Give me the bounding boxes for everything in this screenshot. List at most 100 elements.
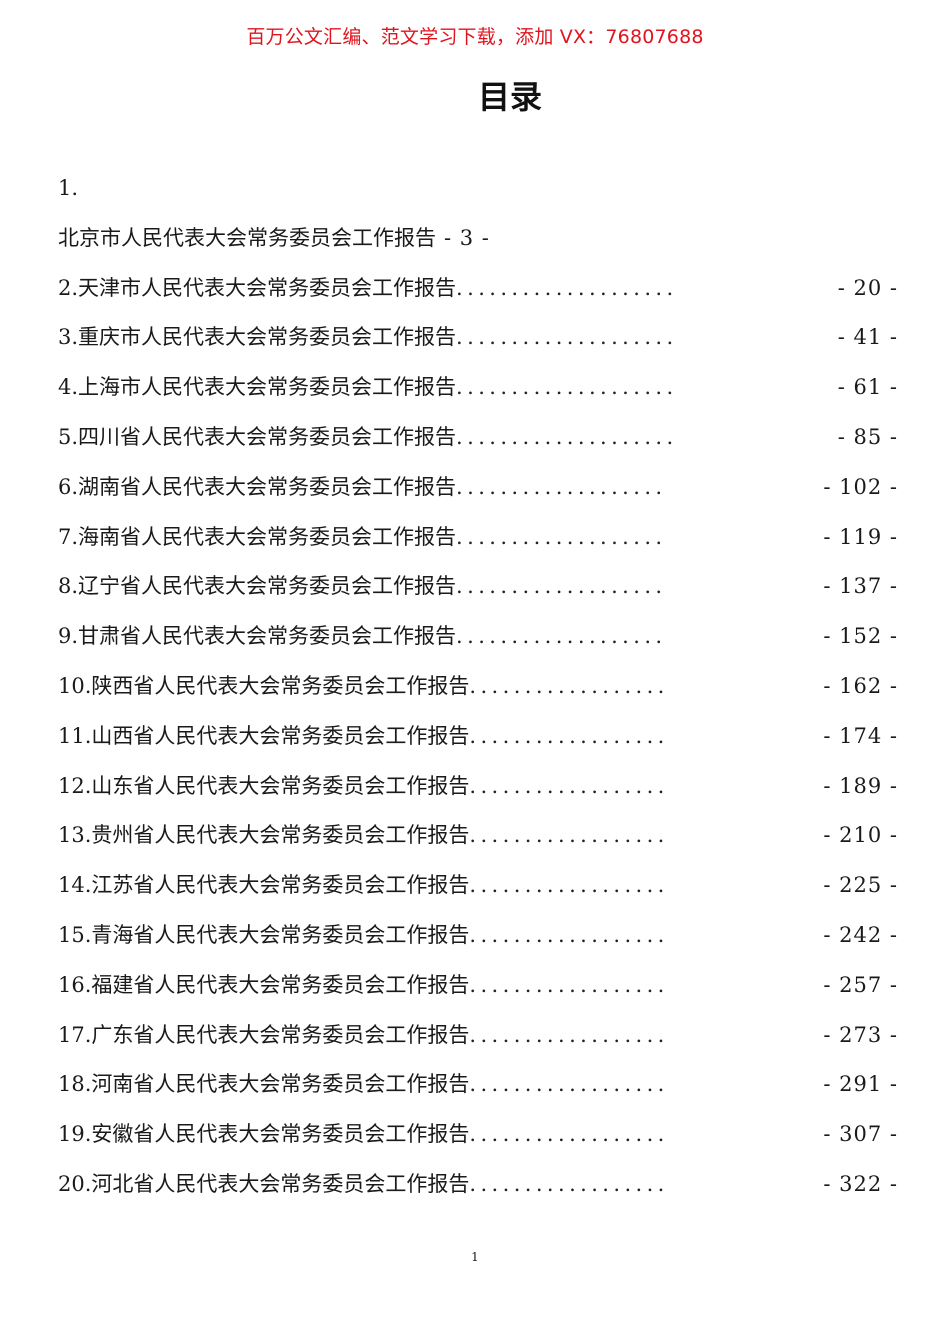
- toc-entry-page: - 174 -: [823, 723, 898, 748]
- toc-entry-title: 贵州省人民代表大会常务委员会工作报告: [91, 823, 470, 848]
- toc-leader-dots: ..................: [469, 673, 669, 698]
- toc-leader-dots: ..................: [469, 873, 669, 898]
- toc-entry-page: - 210 -: [823, 823, 898, 848]
- toc-entry-page: - 291 -: [823, 1072, 898, 1097]
- toc-entry[interactable]: 11.山西省人民代表大会常务委员会工作报告.................. -…: [58, 712, 898, 762]
- toc-entry-number: 1.: [58, 176, 79, 200]
- watermark-banner: 百万公文汇编、范文学习下载，添加 VX：76807688: [246, 26, 704, 48]
- toc-entry-number: 7.: [58, 524, 79, 549]
- toc-entry-number: 11.: [58, 723, 92, 748]
- toc-entry[interactable]: 7.海南省人民代表大会常务委员会工作报告................... -…: [58, 513, 898, 563]
- toc-entry[interactable]: 北京市人民代表大会常务委员会工作报告 - 3 -: [58, 214, 898, 264]
- toc-entry-number: 4.: [58, 375, 79, 400]
- table-of-contents: 1. 北京市人民代表大会常务委员会工作报告 - 3 - 2.天津市人民代表大会常…: [58, 164, 898, 1210]
- toc-entry-number: 12.: [58, 773, 92, 798]
- toc-entry[interactable]: 3.重庆市人民代表大会常务委员会工作报告....................…: [58, 313, 898, 363]
- toc-entry[interactable]: 14.江苏省人民代表大会常务委员会工作报告.................. -…: [58, 861, 898, 911]
- toc-entry[interactable]: 4.上海市人民代表大会常务委员会工作报告....................…: [58, 363, 898, 413]
- toc-entry-page: - 119 -: [823, 524, 898, 549]
- toc-entry-page: - 257 -: [823, 972, 898, 997]
- toc-entry-title: 四川省人民代表大会常务委员会工作报告: [78, 424, 457, 449]
- toc-entry[interactable]: 18.河南省人民代表大会常务委员会工作报告.................. -…: [58, 1060, 898, 1110]
- toc-entry[interactable]: 17.广东省人民代表大会常务委员会工作报告.................. -…: [58, 1011, 898, 1061]
- toc-entry-page: - 152 -: [823, 624, 898, 649]
- toc-entry-number-only[interactable]: 1.: [58, 164, 898, 214]
- toc-leader-dots: ...................: [456, 624, 667, 649]
- toc-entry-title: 湖南省人民代表大会常务委员会工作报告: [78, 474, 457, 499]
- toc-entry[interactable]: 20.河北省人民代表大会常务委员会工作报告.................. -…: [58, 1160, 898, 1210]
- toc-entry[interactable]: 13.贵州省人民代表大会常务委员会工作报告..................-…: [58, 811, 898, 861]
- toc-leader-dots: ..................: [469, 1122, 669, 1147]
- toc-leader-dots: ..................: [469, 1072, 669, 1097]
- toc-entry[interactable]: 9.甘肃省人民代表大会常务委员会工作报告................... -…: [58, 612, 898, 662]
- toc-entry-title: 辽宁省人民代表大会常务委员会工作报告: [78, 574, 457, 599]
- toc-entry-page: - 189 -: [823, 773, 898, 798]
- toc-entry-page: - 3 -: [444, 225, 490, 250]
- toc-leader-dots: ..................: [469, 1022, 669, 1047]
- toc-leader-dots: ...................: [456, 524, 667, 549]
- toc-leader-dots: ..................: [469, 1171, 669, 1196]
- toc-entry-title: 天津市人民代表大会常务委员会工作报告: [78, 275, 457, 300]
- toc-leader-dots: ..................: [469, 972, 669, 997]
- toc-entry-title: 陕西省人民代表大会常务委员会工作报告: [91, 673, 470, 698]
- toc-entry-title: 北京市人民代表大会常务委员会工作报告: [58, 225, 436, 250]
- toc-leader-dots: ....................: [456, 325, 678, 350]
- toc-entry[interactable]: 8.辽宁省人民代表大会常务委员会工作报告................... -…: [58, 562, 898, 612]
- toc-entry-page: - 273 -: [823, 1022, 898, 1047]
- toc-entry-title: 山西省人民代表大会常务委员会工作报告: [91, 723, 470, 748]
- toc-entry-page: - 162 -: [823, 673, 898, 698]
- toc-entry-title: 甘肃省人民代表大会常务委员会工作报告: [78, 624, 457, 649]
- toc-entry-number: 9.: [58, 624, 79, 649]
- toc-entry-number: 17.: [58, 1022, 92, 1047]
- toc-entry-page: - 85 -: [837, 424, 898, 449]
- toc-entry-title: 广东省人民代表大会常务委员会工作报告: [91, 1022, 470, 1047]
- toc-entry[interactable]: 16.福建省人民代表大会常务委员会工作报告.................. -…: [58, 961, 898, 1011]
- toc-leader-dots: ....................: [456, 275, 678, 300]
- toc-entry-page: - 41 -: [837, 325, 898, 350]
- toc-entry-title: 海南省人民代表大会常务委员会工作报告: [78, 524, 457, 549]
- toc-entry-page: - 61 -: [837, 375, 898, 400]
- toc-leader-dots: ....................: [456, 375, 678, 400]
- toc-entry-page: - 137 -: [823, 574, 898, 599]
- toc-entry-title: 上海市人民代表大会常务委员会工作报告: [78, 375, 457, 400]
- toc-leader-dots: ..................: [469, 773, 669, 798]
- toc-entry-title: 安徽省人民代表大会常务委员会工作报告: [91, 1122, 470, 1147]
- toc-entry-page: - 102 -: [823, 474, 898, 499]
- toc-entry-number: 10.: [58, 673, 92, 698]
- toc-entry[interactable]: 2.天津市人民代表大会常务委员会工作报告....................…: [58, 264, 898, 314]
- toc-entry[interactable]: 5.四川省人民代表大会常务委员会工作报告....................…: [58, 413, 898, 463]
- toc-entry[interactable]: 6.湖南省人民代表大会常务委员会工作报告...................-…: [58, 463, 898, 513]
- toc-leader-dots: ...................: [456, 574, 667, 599]
- toc-entry[interactable]: 12.山东省人民代表大会常务委员会工作报告.................. -…: [58, 762, 898, 812]
- toc-entry-number: 14.: [58, 873, 92, 898]
- toc-leader-dots: ..................: [469, 823, 669, 848]
- toc-entry-page: - 322 -: [823, 1171, 898, 1196]
- toc-entry[interactable]: 19.安徽省人民代表大会常务委员会工作报告..................-…: [58, 1110, 898, 1160]
- toc-leader-dots: ..................: [469, 723, 669, 748]
- toc-entry-page: - 225 -: [823, 873, 898, 898]
- page-number: 1: [471, 1250, 479, 1264]
- toc-entry-number: 16.: [58, 972, 92, 997]
- toc-entry-title: 河北省人民代表大会常务委员会工作报告: [91, 1171, 470, 1196]
- toc-entry[interactable]: 15.青海省人民代表大会常务委员会工作报告.................. -…: [58, 911, 898, 961]
- toc-entry-number: 8.: [58, 574, 79, 599]
- toc-entry-page: - 20 -: [837, 275, 898, 300]
- toc-entry-number: 6.: [58, 474, 79, 499]
- toc-entry-number: 15.: [58, 922, 92, 947]
- toc-entry-title: 河南省人民代表大会常务委员会工作报告: [91, 1072, 470, 1097]
- toc-leader-dots: ..................: [469, 922, 669, 947]
- toc-entry-title: 青海省人民代表大会常务委员会工作报告: [91, 922, 470, 947]
- toc-entry-number: 19.: [58, 1122, 92, 1147]
- toc-entry-number: 2.: [58, 275, 79, 300]
- toc-entry-page: - 242 -: [823, 922, 898, 947]
- toc-entry-title: 山东省人民代表大会常务委员会工作报告: [91, 773, 470, 798]
- toc-entry[interactable]: 10.陕西省人民代表大会常务委员会工作报告.................. -…: [58, 662, 898, 712]
- toc-entry-number: 3.: [58, 325, 79, 350]
- toc-entry-title: 江苏省人民代表大会常务委员会工作报告: [91, 873, 470, 898]
- toc-entry-title: 福建省人民代表大会常务委员会工作报告: [91, 972, 470, 997]
- page-title: 目录: [477, 78, 542, 116]
- toc-entry-title: 重庆市人民代表大会常务委员会工作报告: [78, 325, 457, 350]
- toc-entry-number: 5.: [58, 424, 79, 449]
- toc-entry-number: 18.: [58, 1072, 92, 1097]
- toc-entry-number: 20.: [58, 1171, 92, 1196]
